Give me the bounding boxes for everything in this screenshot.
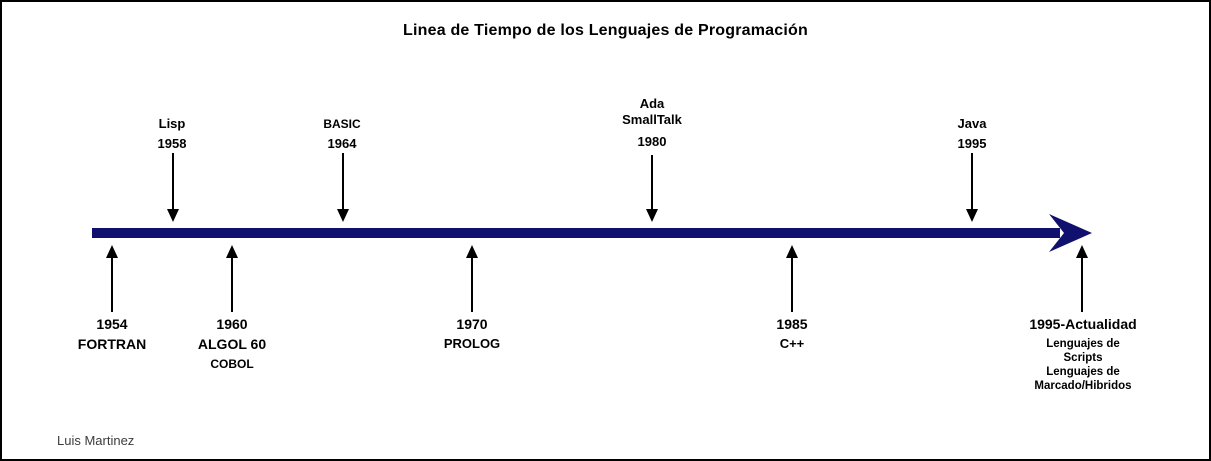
event-year: 1960	[216, 316, 248, 332]
event-label-actualidad: 1995-Actualidad Lenguajes de Scripts Len…	[1029, 314, 1136, 393]
arrow-shaft-fortran	[111, 256, 113, 312]
event-name: COBOL	[210, 357, 254, 371]
event-name: FORTRAN	[77, 336, 147, 352]
timeline-axis-arrow	[92, 214, 1092, 252]
event-name: Scripts	[1063, 352, 1103, 364]
event-name: Lisp	[158, 116, 186, 131]
event-year: 1958	[157, 136, 187, 151]
arrow-shaft-prolog	[471, 256, 473, 312]
event-label-ada-smalltalk: Ada SmallTalk 1980	[622, 96, 682, 150]
timeline-arrowhead-icon	[1049, 214, 1092, 252]
arrowhead-up-fortran-icon	[106, 245, 118, 258]
event-name: SmallTalk	[622, 112, 682, 127]
arrow-shaft-cpp	[791, 256, 793, 312]
event-label-cpp: 1985 C++	[776, 314, 807, 354]
event-year: 1995	[957, 136, 987, 151]
event-name: Marcado/Hibridos	[1034, 380, 1132, 392]
arrowhead-up-actualidad-icon	[1076, 245, 1088, 258]
arrowhead-down-ada-icon	[646, 209, 658, 222]
event-year: 1954	[96, 316, 128, 332]
arrowhead-up-prolog-icon	[466, 245, 478, 258]
event-year: 1980	[637, 134, 667, 149]
event-name: Java	[957, 116, 987, 131]
event-year: 1995-Actualidad	[1029, 316, 1137, 332]
event-name: ALGOL 60	[197, 336, 267, 352]
arrow-shaft-ada	[651, 155, 653, 210]
event-label-java: Java 1995	[958, 114, 987, 154]
arrow-shaft-lisp	[172, 153, 174, 210]
arrowhead-down-lisp-icon	[167, 209, 179, 222]
diagram-title: Linea de Tiempo de los Lenguajes de Prog…	[403, 22, 808, 39]
event-name: Lenguajes de	[1046, 366, 1120, 378]
arrowhead-up-algol-icon	[226, 245, 238, 258]
event-year: 1985	[776, 316, 808, 332]
event-label-basic: BASIC 1964	[323, 114, 360, 154]
author-credit: Luis Martinez	[57, 433, 135, 448]
event-name: PROLOG	[443, 336, 501, 351]
event-label-fortran: 1954 FORTRAN	[78, 314, 146, 354]
event-label-lisp: Lisp 1958	[158, 114, 187, 154]
timeline-axis-bar	[92, 228, 1060, 238]
arrow-shaft-algol	[231, 256, 233, 312]
event-name: Ada	[639, 96, 665, 111]
event-year: 1964	[327, 136, 357, 151]
arrowhead-up-cpp-icon	[786, 245, 798, 258]
event-name: Lenguajes de	[1046, 338, 1120, 350]
arrow-shaft-java	[971, 153, 973, 210]
arrowhead-down-basic-icon	[337, 209, 349, 222]
event-name: C++	[779, 336, 805, 351]
arrowhead-down-java-icon	[966, 209, 978, 222]
event-label-prolog: 1970 PROLOG	[444, 314, 500, 354]
event-year: 1970	[456, 316, 488, 332]
event-name: BASIC	[323, 117, 361, 131]
event-label-algol-cobol: 1960 ALGOL 60 COBOL	[198, 314, 266, 374]
arrow-shaft-actualidad	[1081, 256, 1083, 312]
arrow-shaft-basic	[342, 153, 344, 210]
